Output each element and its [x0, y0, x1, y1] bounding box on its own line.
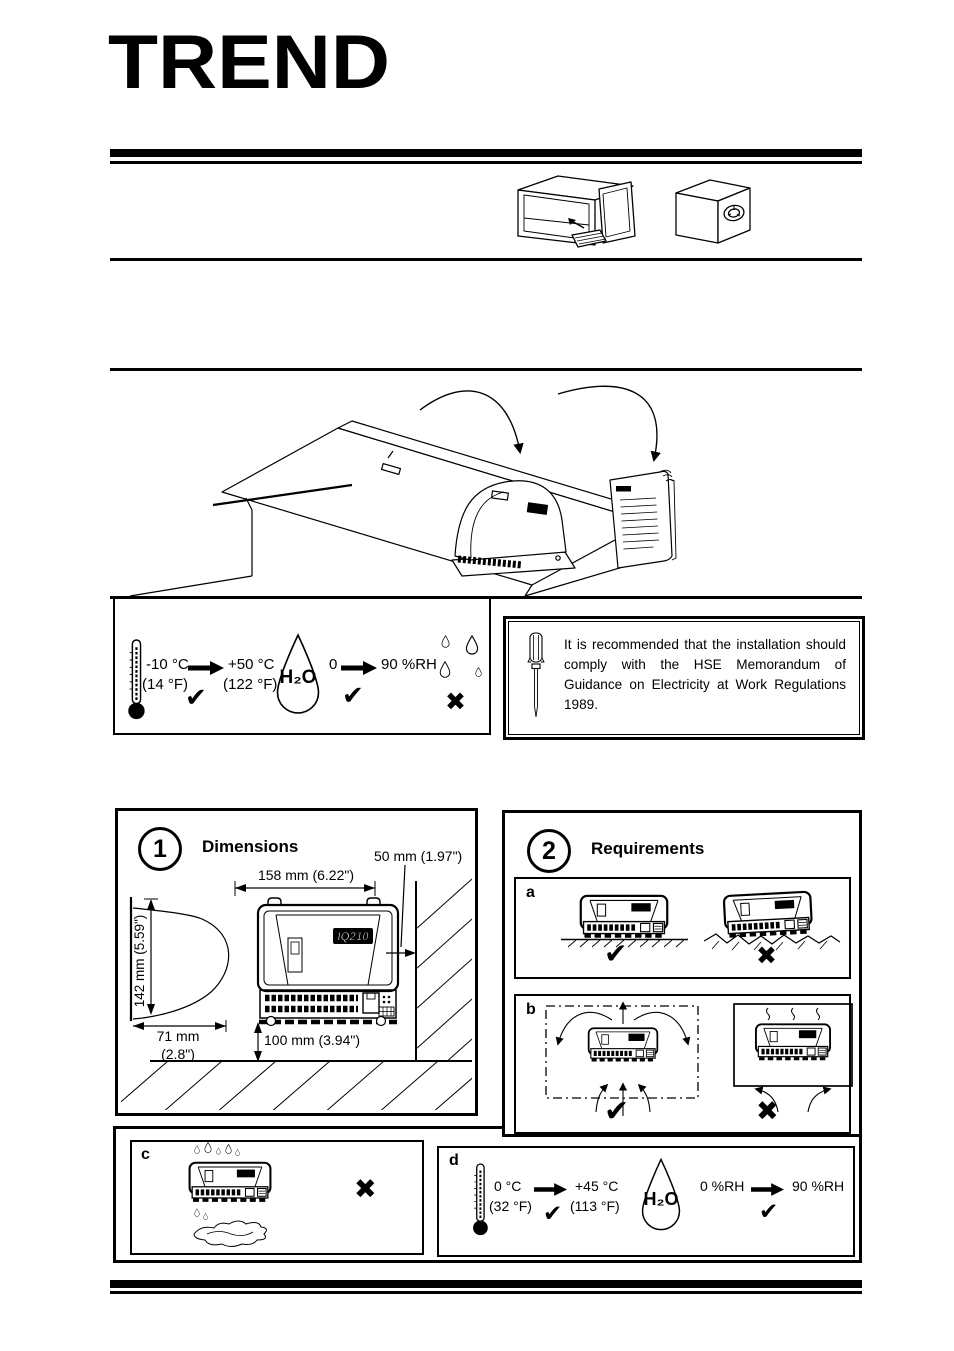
controller-3d-illustration [451, 480, 576, 577]
carton-box [129, 420, 662, 597]
thermometer-icon [472, 1162, 489, 1237]
check-icon: ✔ [185, 683, 207, 713]
ventilation-illustration [545, 1001, 853, 1116]
operating-temp-high-f: (113 °F) [570, 1198, 620, 1214]
mounting-surface-illustration [561, 879, 841, 951]
bottom-rule-thin [110, 1291, 862, 1294]
wall-hatching [121, 878, 472, 1110]
storage-temp-low: -10 °C [146, 656, 189, 673]
bottom-group-top-rule [113, 1126, 503, 1129]
dim-clearance-below: 100 mm (3.94") [264, 1032, 361, 1048]
water-label: H₂O [279, 667, 317, 688]
dim-height: 142 mm (5.59") [132, 915, 147, 1008]
unpacking-illustration [129, 385, 677, 597]
bottom-rule-thick [110, 1280, 862, 1288]
check-icon: ✔ [604, 1094, 630, 1129]
section-title: Requirements [591, 839, 705, 858]
storage-temp-high-f: (122 °F) [223, 676, 278, 693]
storage-humidity-low: 0 [329, 656, 338, 673]
storage-humidity-high: 90 %RH [381, 656, 437, 673]
cross-icon: ✖ [756, 941, 777, 970]
cross-icon: ✖ [445, 687, 466, 716]
operating-temp-low: 0 °C [494, 1178, 522, 1194]
requirements-panel: 2 Requirements a ✔ ✖ b [502, 810, 862, 1137]
dim-width: 158 mm (6.22") [257, 867, 354, 883]
operating-humidity-low: 0 %RH [700, 1178, 745, 1194]
arrow-right-icon [751, 1183, 784, 1196]
requirement-label-c: c [141, 1146, 150, 1163]
requirement-label-d: d [449, 1152, 459, 1169]
top-rule-thick [110, 149, 862, 157]
check-icon: ✔ [543, 1201, 563, 1227]
safety-note-box: It is recommended that the installation … [503, 616, 865, 740]
storage-temp-high: +50 °C [228, 656, 275, 673]
arrow-right-icon [341, 661, 377, 675]
dim-depth-2: (2.8") [161, 1046, 195, 1062]
dim-clearance-side: 50 mm (1.97") [374, 848, 463, 864]
dial-icon [723, 204, 745, 222]
manual-booklet-illustration [609, 469, 677, 569]
requirement-box-a: a ✔ ✖ [514, 877, 851, 979]
safe-closed-illustration [675, 179, 751, 244]
device-label: IQ210 [337, 932, 369, 944]
requirement-box-b: b ✔ ✖ [514, 994, 853, 1134]
cross-icon: ✖ [354, 1174, 377, 1205]
bottom-group-left-rule [113, 1126, 116, 1263]
media-stack [568, 218, 607, 248]
top-rule-thin [110, 161, 862, 164]
bottom-group-right-rule [859, 1131, 862, 1263]
divider-rule-1 [110, 258, 862, 261]
check-icon: ✔ [342, 681, 364, 711]
dim-depth-1: 71 mm [156, 1028, 200, 1044]
bottom-group-bottom-rule [113, 1260, 862, 1263]
safety-note-text: It is recommended that the installation … [564, 637, 846, 713]
requirement-box-d: d 0 °C (32 °F) ✔ +45 °C (113 °F) H₂O 0 %… [437, 1146, 855, 1257]
water-damage-illustration [132, 1142, 422, 1247]
storage-conditions-panel: -10 °C (14 °F) ✔ +50 °C (122 °F) H₂O 0 ✔… [113, 597, 491, 735]
dimensions-drawing: 142 mm (5.59") IQ210 [121, 864, 472, 1110]
operating-temp-low-f: (32 °F) [489, 1198, 532, 1214]
screwdriver-icon [527, 632, 545, 718]
dimensions-panel: 1 Dimensions 50 mm (1.97") 158 mm (6.22"… [115, 808, 478, 1116]
requirement-box-c: c ✖ [130, 1140, 424, 1255]
section-title: Dimensions [202, 837, 299, 856]
requirement-label-a: a [526, 884, 535, 901]
requirement-label-b: b [526, 1001, 536, 1018]
divider-rule-2 [110, 368, 862, 371]
arrow-right-icon [188, 661, 224, 675]
puddle-outline [193, 1220, 267, 1247]
arrow-right-icon [534, 1183, 567, 1196]
step-number-badge: 1 [138, 827, 182, 871]
step-number-badge: 2 [527, 829, 571, 873]
water-label: H₂O [643, 1189, 679, 1209]
trend-logo: TREND [108, 20, 390, 105]
check-icon: ✔ [759, 1199, 779, 1225]
cross-icon: ✖ [756, 1096, 779, 1127]
controller-side-view [129, 897, 230, 1021]
arrow-to-controller [419, 390, 524, 455]
operating-humidity-high: 90 %RH [792, 1178, 845, 1194]
check-icon: ✔ [604, 937, 628, 970]
safe-open-illustration [517, 175, 636, 248]
safes-illustration [517, 175, 751, 248]
arrow-to-booklet [557, 385, 661, 463]
svg-text:TREND: TREND [108, 20, 390, 105]
storage-temp-low-f: (14 °F) [142, 676, 189, 693]
operating-temp-high: +45 °C [575, 1178, 619, 1194]
controller-front-view: IQ210 [256, 897, 400, 1027]
